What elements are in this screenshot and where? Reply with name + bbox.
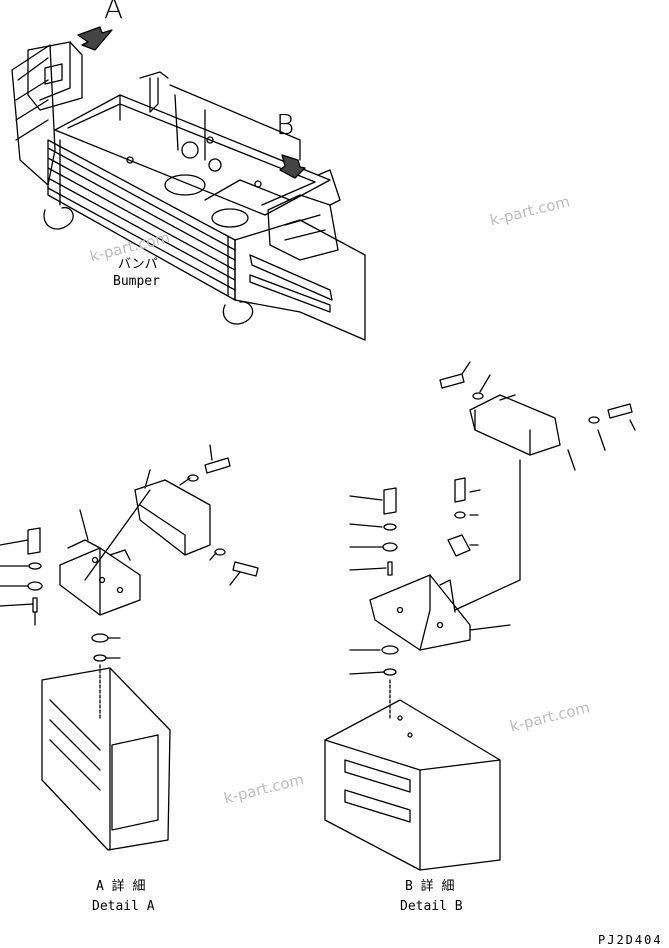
bumper-assembly xyxy=(11,41,366,341)
drawing-code: PJ2D404 xyxy=(598,933,663,947)
view-label-b: B xyxy=(276,108,295,141)
bumper-label-jp: バンパ xyxy=(118,257,158,272)
detail-a-label-en: Detail A xyxy=(92,899,155,914)
detail-a-label-jp: A 詳 細 xyxy=(96,879,146,894)
detail-a-assembly xyxy=(0,444,259,851)
detail-b-label-en: Detail B xyxy=(400,899,463,914)
detail-b-label-jp: B 詳 細 xyxy=(405,879,455,894)
bumper-label-en: Bumper xyxy=(113,274,160,289)
view-arrow-b xyxy=(279,154,306,179)
view-arrow-a xyxy=(77,26,113,51)
detail-b-assembly xyxy=(324,361,636,871)
view-label-a: A xyxy=(104,0,124,25)
